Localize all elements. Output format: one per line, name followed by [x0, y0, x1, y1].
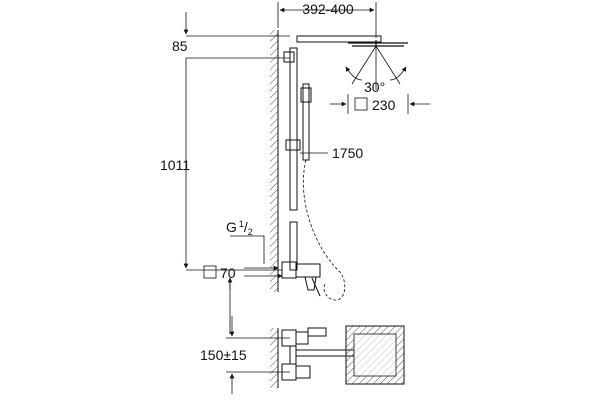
spray-angle-lines — [351, 45, 401, 90]
label-rail-length: 1750 — [332, 145, 363, 161]
label-spray-angle: 30° — [364, 79, 385, 95]
dim-thread — [230, 235, 265, 264]
shower-rail — [283, 35, 382, 271]
label-height-to-outlet: 1011 — [160, 157, 190, 173]
label-head-size: 230 — [372, 97, 396, 113]
spray-angle-arc-right — [389, 66, 407, 81]
wall-hatch-lower — [270, 328, 278, 388]
label-head-projection: 392-400 — [302, 1, 354, 17]
dim-height-to-outlet — [183, 12, 290, 271]
label-top-offset: 85 — [172, 38, 188, 54]
dim-head-projection — [277, 2, 377, 38]
mixer-body — [281, 261, 321, 297]
label-wall-spacing: 70 — [220, 265, 236, 281]
hand-shower — [300, 83, 312, 161]
spray-angle-arc-left — [345, 66, 363, 81]
dim-centre-distance — [226, 316, 290, 394]
wall-hatch — [270, 30, 278, 292]
concealed-body — [345, 325, 405, 385]
shower-hose — [302, 159, 346, 301]
dim-wall-spacing — [203, 265, 283, 334]
shower-head — [348, 40, 408, 47]
dim-head-size — [330, 94, 430, 114]
label-centre-distance: 150±15 — [200, 347, 247, 363]
